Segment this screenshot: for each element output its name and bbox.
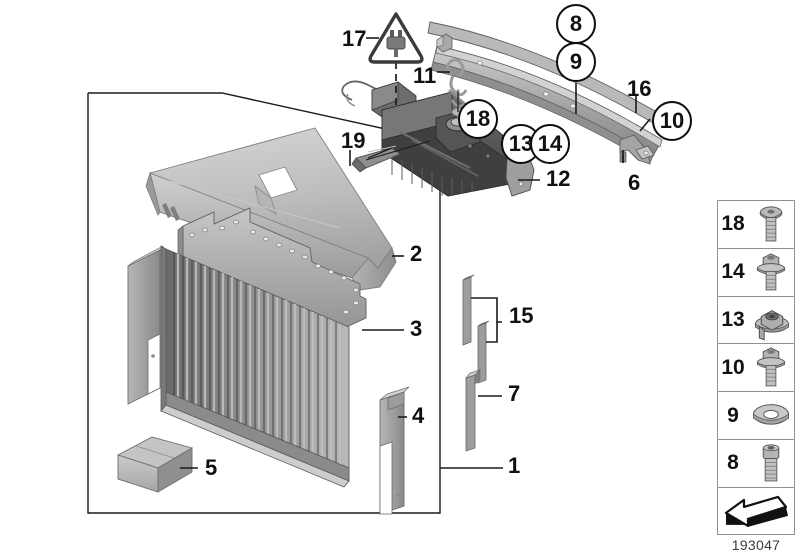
- electrical-hazard-warning: [368, 12, 424, 64]
- callout-2-upper-trim[interactable]: 2: [410, 241, 423, 266]
- part-12-actuator-module: [341, 80, 535, 197]
- callout-10-flange-bolt[interactable]: 10: [652, 101, 692, 141]
- callout-5-box[interactable]: 5: [205, 455, 218, 480]
- clip-nut-icon: [748, 297, 794, 344]
- legend-row-14[interactable]: 14: [718, 249, 794, 297]
- washer-icon: [748, 392, 794, 439]
- part-5-box: [116, 436, 194, 493]
- direction-arrow-icon: [718, 488, 794, 536]
- legend-row-8[interactable]: 8: [718, 440, 794, 488]
- flange-bolt-icon: [748, 344, 794, 391]
- callout-17-electrical-warning[interactable]: 17: [342, 26, 367, 51]
- part-4-side-panel: [379, 386, 410, 515]
- callout-16-beam[interactable]: 16: [627, 76, 652, 101]
- legend-number-14: 14: [721, 260, 745, 284]
- callout-3-radiator-core[interactable]: 3: [410, 316, 423, 341]
- callout-12-actuator[interactable]: 12: [546, 166, 571, 191]
- callout-4-side-panel[interactable]: 4: [412, 403, 425, 428]
- legend-number-9: 9: [727, 403, 739, 427]
- legend-number-8: 8: [727, 451, 739, 475]
- callout-11-clip[interactable]: 11: [413, 63, 437, 88]
- callout-7-strip[interactable]: 7: [508, 381, 521, 406]
- legend-number-13: 13: [721, 307, 745, 331]
- callout-14-flange-nut[interactable]: 14: [530, 124, 570, 164]
- part-15-strips: [462, 274, 490, 384]
- callout-6-bracket-screw[interactable]: 6: [628, 170, 641, 195]
- socket-head-bolt-icon: [748, 440, 794, 487]
- legend-row-arrow[interactable]: [718, 488, 794, 536]
- pan-head-screw-icon: [748, 201, 794, 248]
- bracket-15: [471, 297, 502, 343]
- part-3-radiator-core: [127, 207, 367, 488]
- legend-number-10: 10: [721, 355, 745, 379]
- callout-19-wedge[interactable]: 19: [341, 128, 366, 153]
- hardware-legend: 18 14: [717, 200, 795, 535]
- legend-row-10[interactable]: 10: [718, 344, 794, 393]
- assembly-boundary: [87, 92, 441, 514]
- legend-row-18[interactable]: 18: [718, 201, 794, 249]
- callout-15-strips[interactable]: 15: [509, 303, 534, 328]
- callout-8-screw[interactable]: 8: [556, 4, 596, 44]
- callout-18-screw[interactable]: 18: [458, 99, 498, 139]
- electrical-plug-icon: [386, 30, 406, 57]
- legend-row-13[interactable]: 13: [718, 297, 794, 345]
- part-16-upper-beam: [427, 21, 663, 165]
- diagram-part-number: 193047: [731, 537, 781, 553]
- part-7-strip: [464, 369, 481, 452]
- callout-9-washer[interactable]: 9: [556, 42, 596, 82]
- legend-row-9[interactable]: 9: [718, 392, 794, 440]
- legend-number-18: 18: [721, 212, 745, 236]
- flange-nut-bolt-icon: [748, 249, 794, 296]
- callout-1-assembly[interactable]: 1: [508, 453, 521, 478]
